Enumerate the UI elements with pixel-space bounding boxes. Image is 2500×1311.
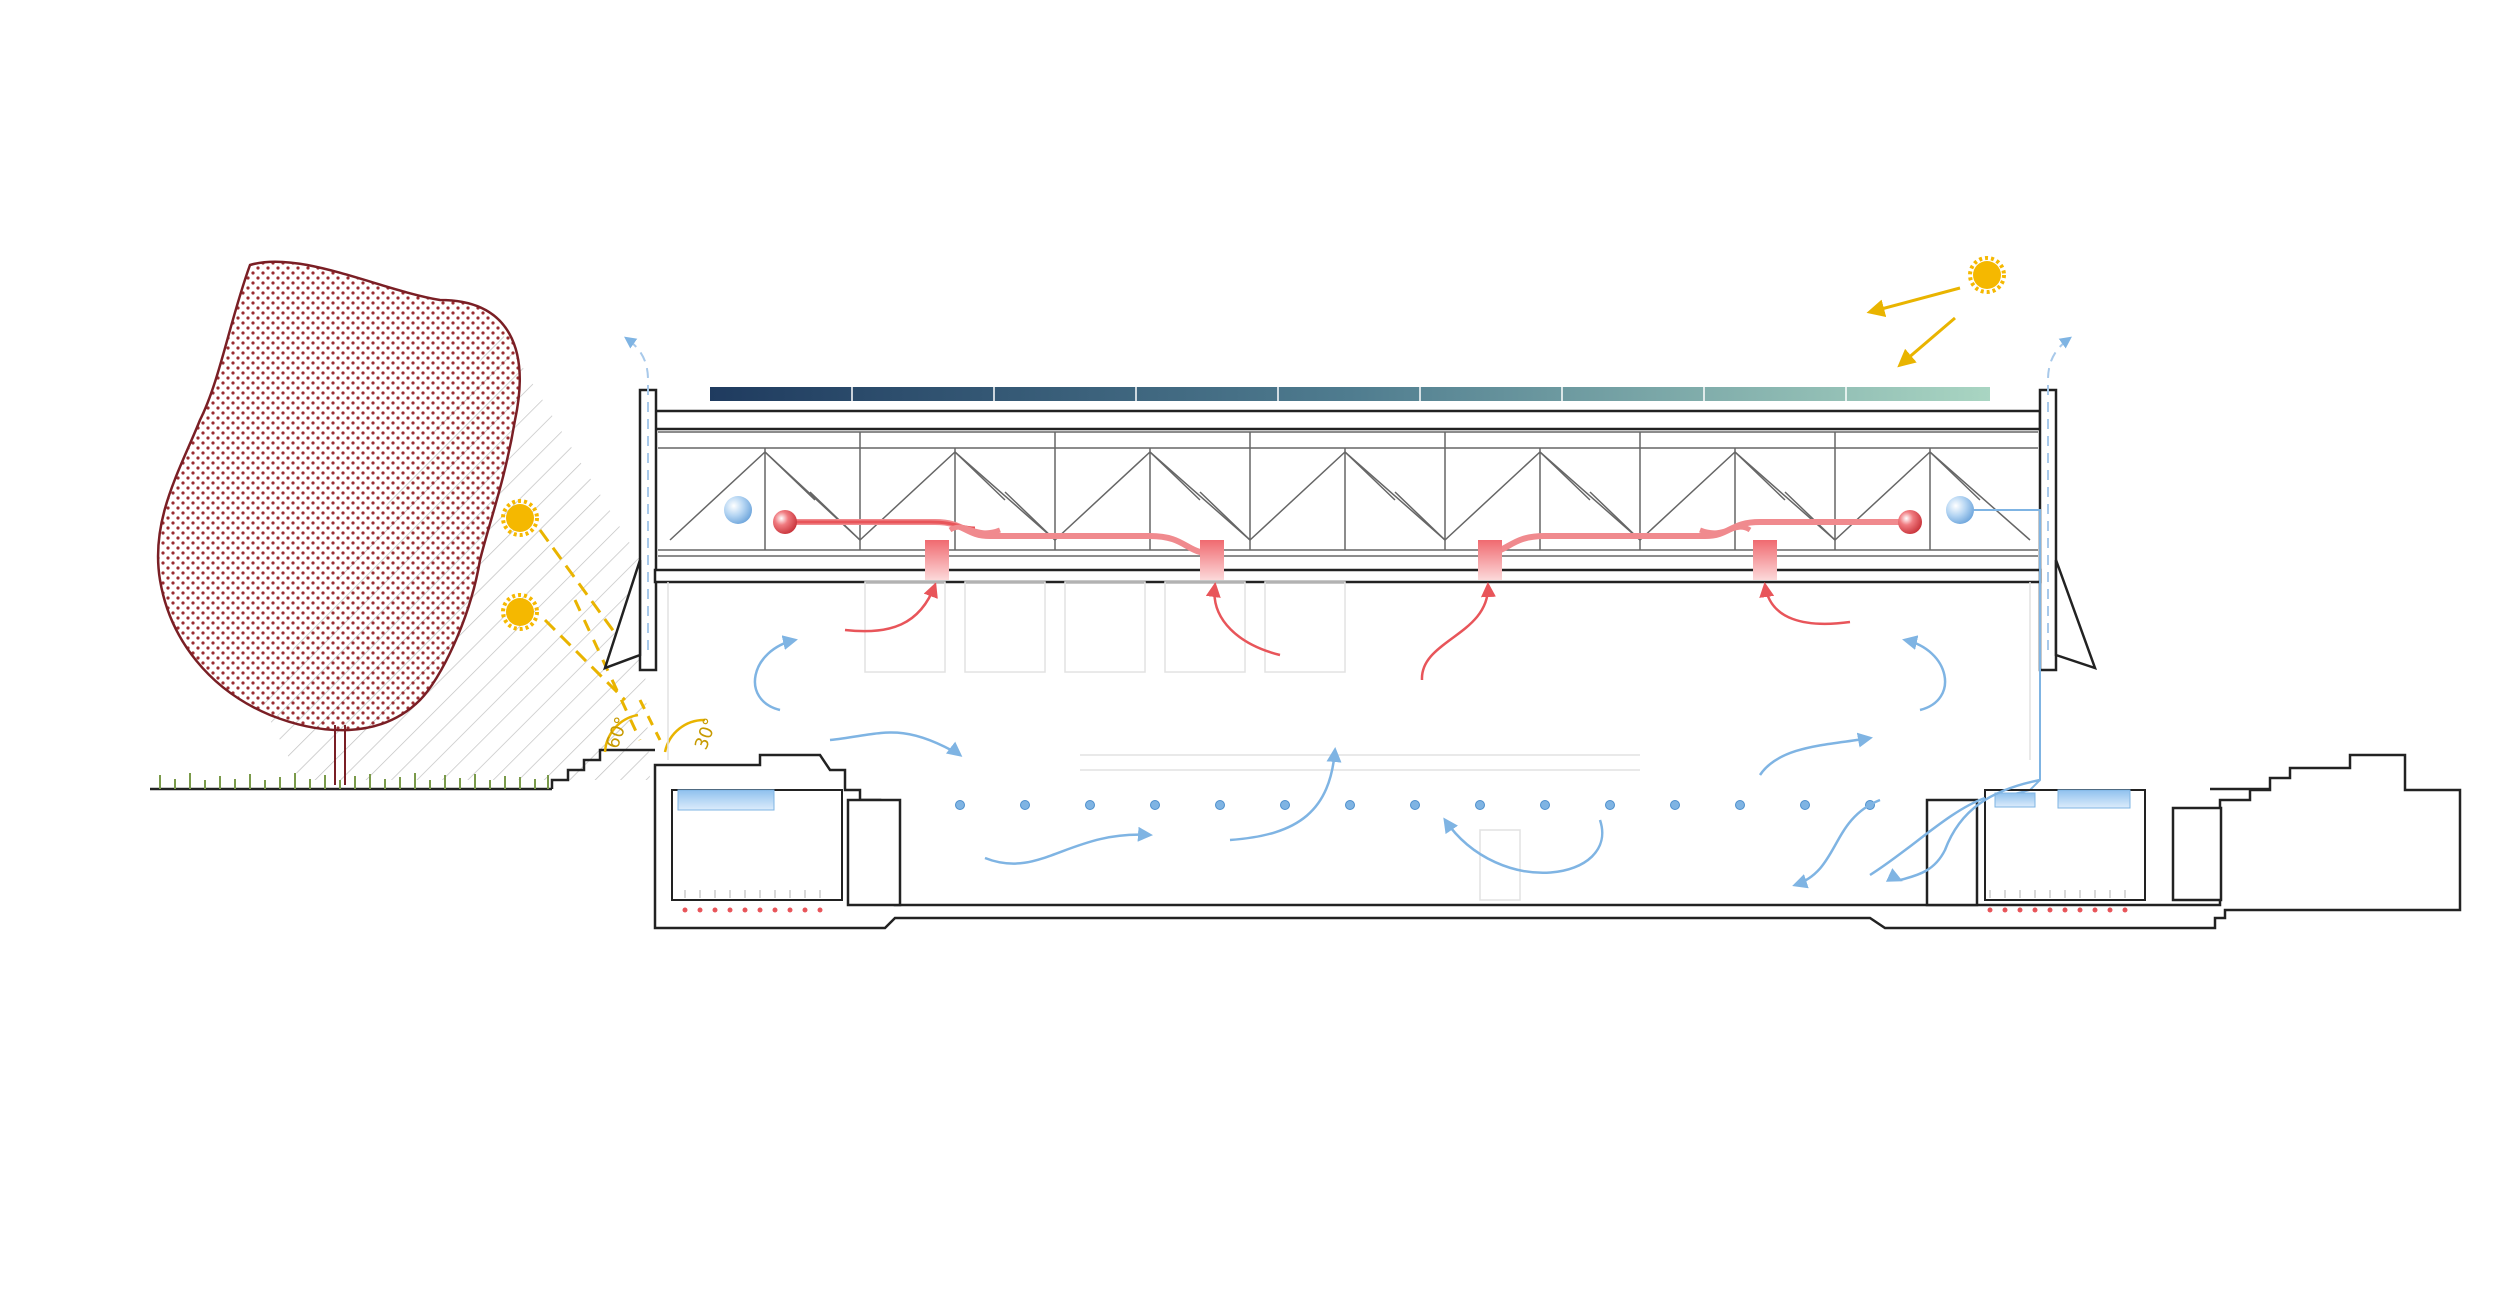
- air-flow-arrow-icon: [753, 635, 2041, 889]
- interior-lines: [667, 581, 2031, 901]
- cistern-icon: [677, 789, 2131, 811]
- sun-rays: [538, 286, 1961, 741]
- floor-heating-dots: [682, 907, 2128, 913]
- sun-icon: [1968, 256, 2006, 294]
- sun-icon: [501, 593, 539, 631]
- air-flow-arrow-icon: [844, 582, 1851, 681]
- tree-icon: [156, 260, 521, 785]
- air-diffusers: [955, 800, 1875, 810]
- exhaust-vents: [624, 336, 2072, 650]
- solar-panel-icon: [710, 387, 1990, 401]
- roof-truss: [603, 388, 2098, 672]
- cool-air-nodes: [724, 496, 2041, 796]
- sun-icon: [501, 499, 539, 537]
- floor-grid-ticks: [684, 890, 2126, 898]
- grass: [159, 773, 549, 789]
- angle-30: 30°: [663, 715, 722, 753]
- warm-air-ducts: [773, 510, 1922, 580]
- warm-air-node: [1898, 510, 1922, 534]
- basement: [653, 753, 2462, 930]
- warm-air-node: [773, 510, 797, 534]
